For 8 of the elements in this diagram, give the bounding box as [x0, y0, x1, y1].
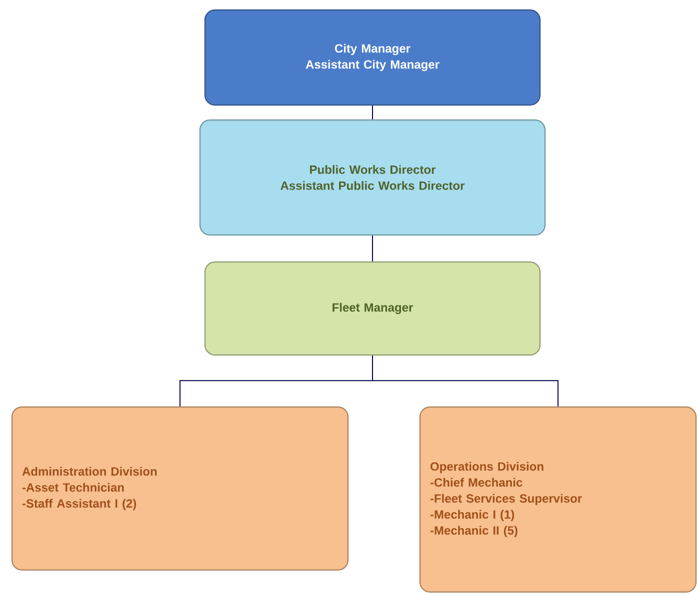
connector-line [372, 355, 558, 407]
title-box: Public Works Director Assistant Public Works Director [199, 119, 546, 236]
title-box: Fleet Manager [204, 261, 541, 356]
connector-line [372, 105, 373, 120]
division-box: Operations Division -Chief Mechanic -Fleet Services Supervisor -Mechanic I (1) -Mechanic II (5) [419, 406, 697, 593]
division-box: Administration Division -Asset Technician -Staff Assistant I (2) [11, 406, 349, 571]
connector-line [372, 235, 373, 262]
title-box: City Manager Assistant City Manager [204, 9, 541, 106]
